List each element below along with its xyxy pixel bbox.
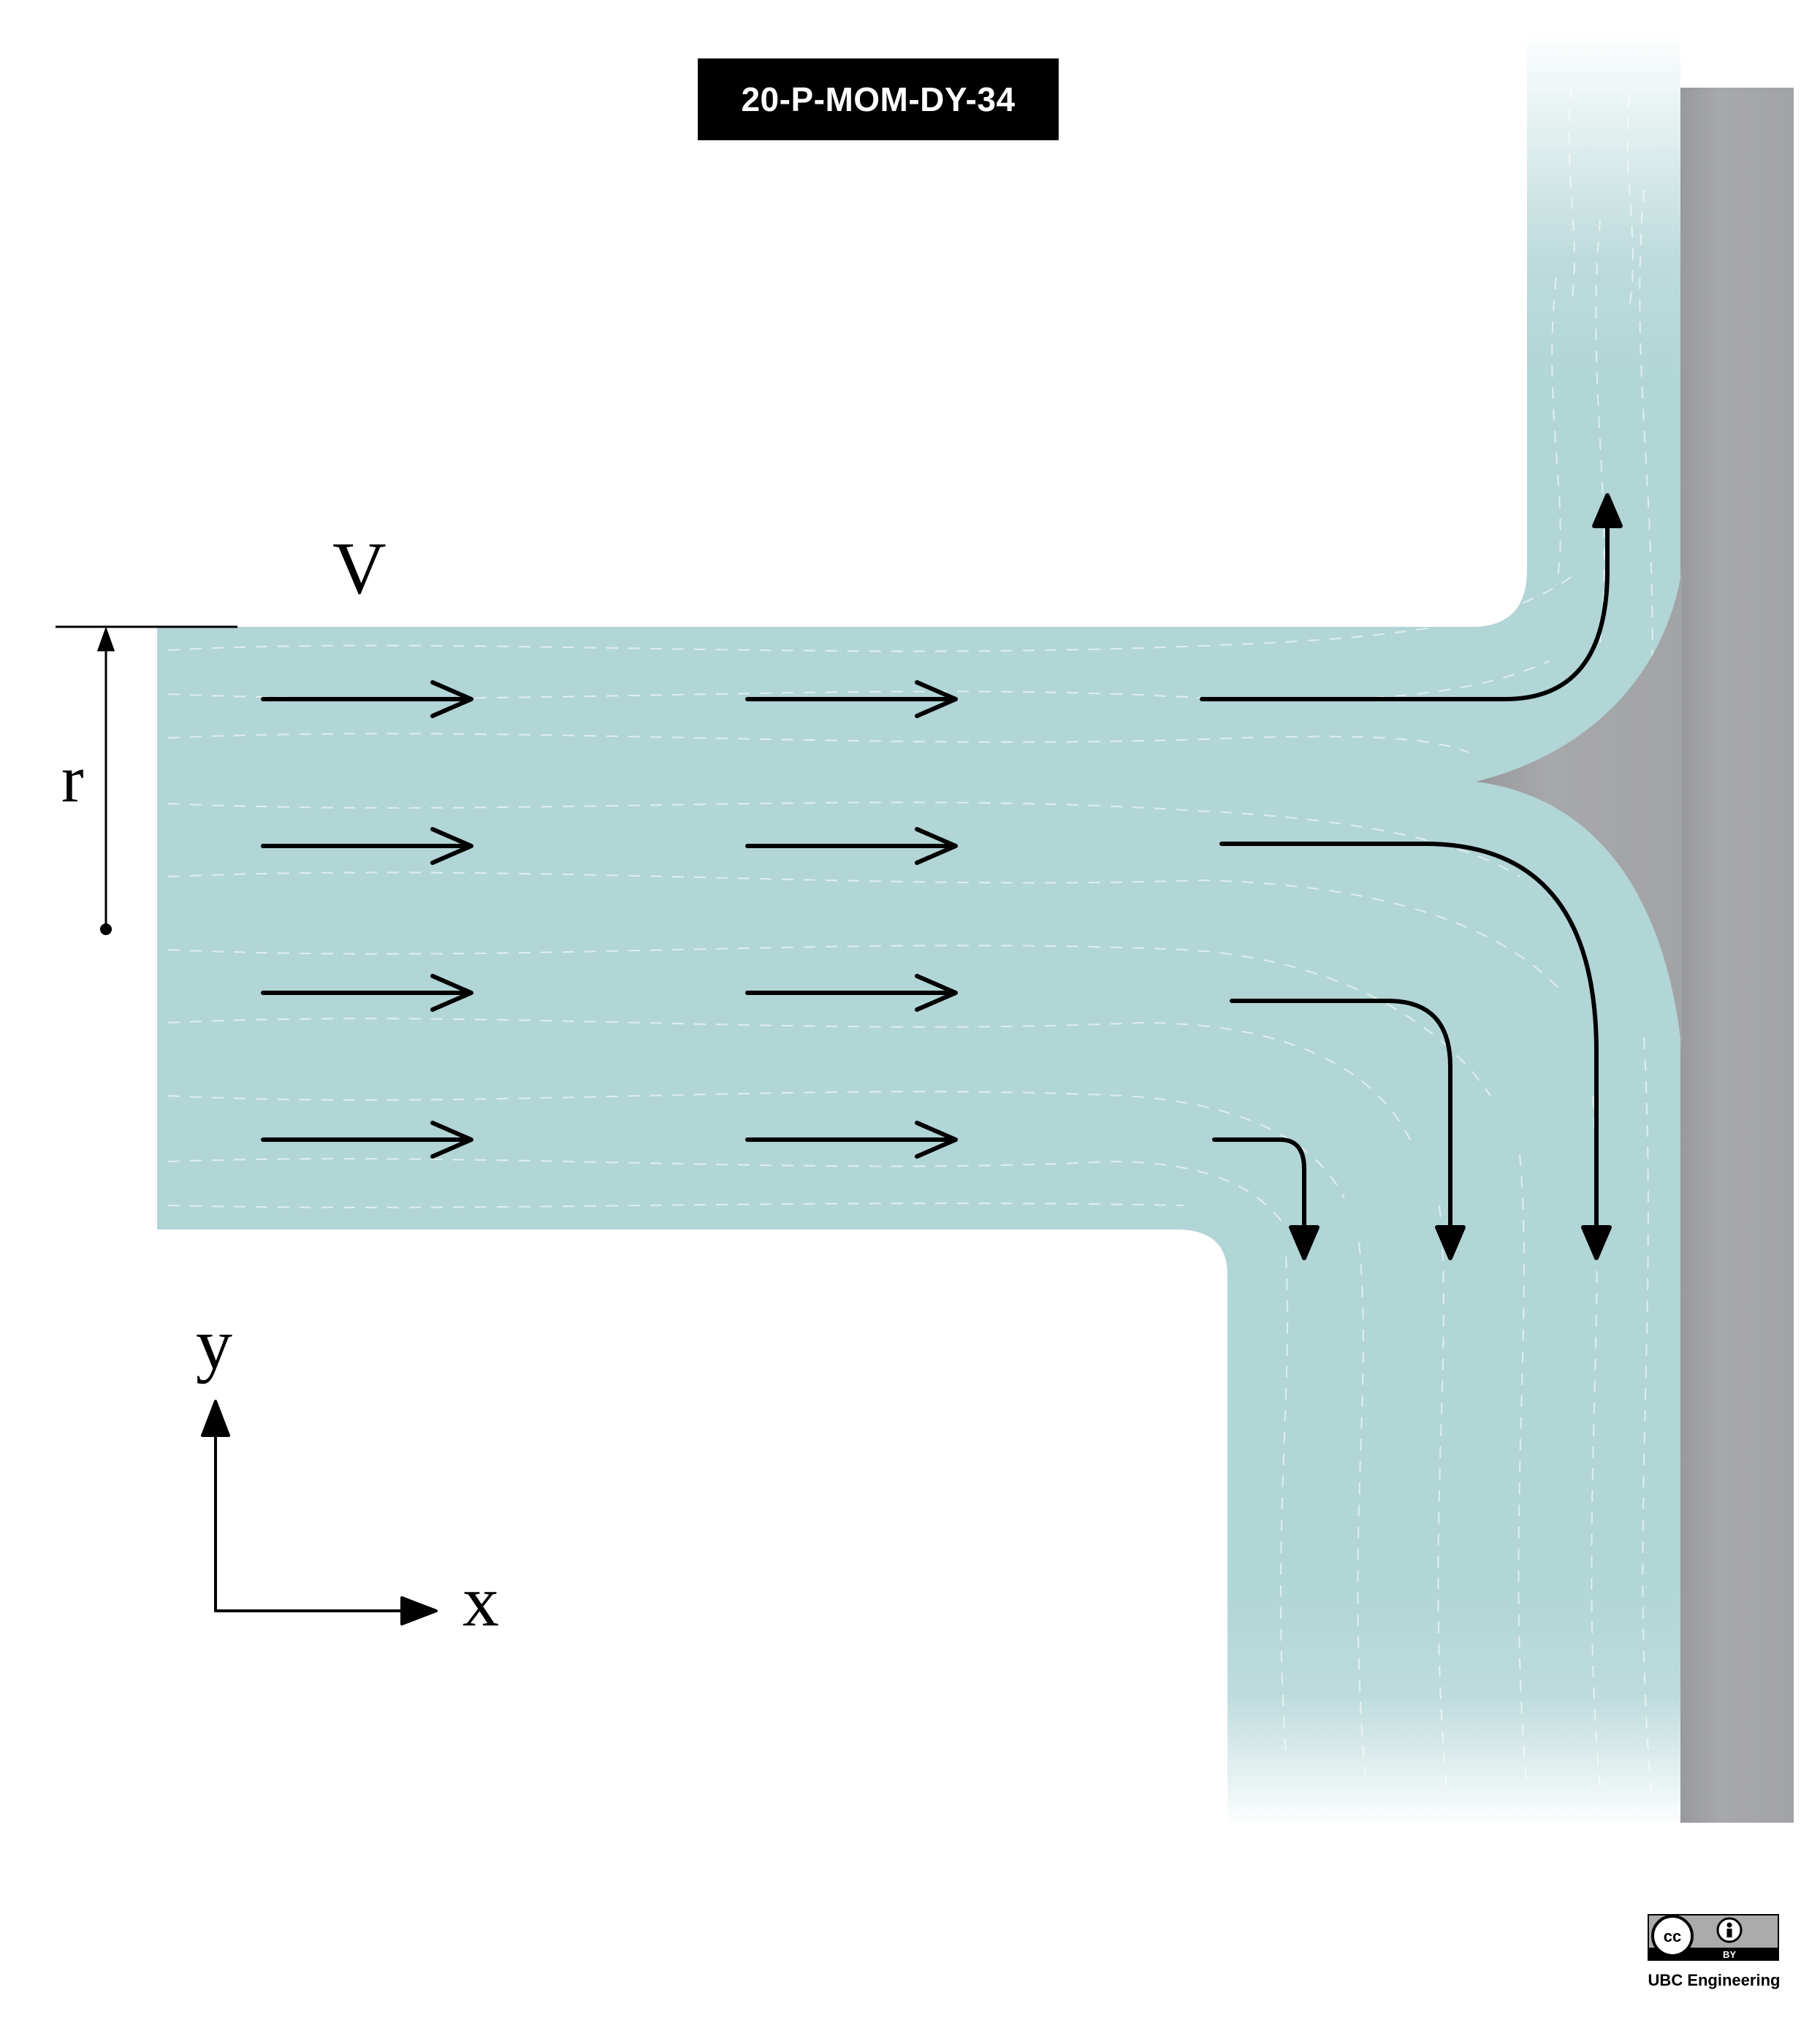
license-badge: cc BY: [1648, 1914, 1779, 1965]
coordinate-axes: [201, 1400, 438, 1625]
deflected-flow-arrows: [1200, 493, 1623, 1260]
upper-sheet-fade: [1527, 29, 1680, 381]
creative-commons-by-icon: cc BY: [1648, 1914, 1779, 1961]
problem-id-label: 20-P-MOM-DY-34: [698, 58, 1059, 140]
y-axis-label: y: [196, 1303, 232, 1384]
radius-dimension: [56, 625, 237, 935]
inlet-velocity-arrows: [261, 680, 958, 1159]
x-axis-label: x: [462, 1560, 499, 1642]
license-cc-text: cc: [1664, 1927, 1681, 1945]
credit-label: UBC Engineering: [1648, 1971, 1781, 1989]
jet-and-sheet: [157, 380, 1680, 1589]
velocity-label: V: [332, 527, 387, 610]
streamlines: [167, 87, 1653, 1791]
wall-plate: [1680, 88, 1794, 1823]
impingement-wall: [1476, 88, 1794, 1823]
fluid-region: [157, 29, 1680, 1828]
radius-label: r: [61, 742, 84, 816]
wall-splash-profile: [1476, 570, 1682, 1052]
lower-sheet-fade: [1227, 1587, 1680, 1828]
license-by-text: BY: [1723, 1949, 1736, 1960]
